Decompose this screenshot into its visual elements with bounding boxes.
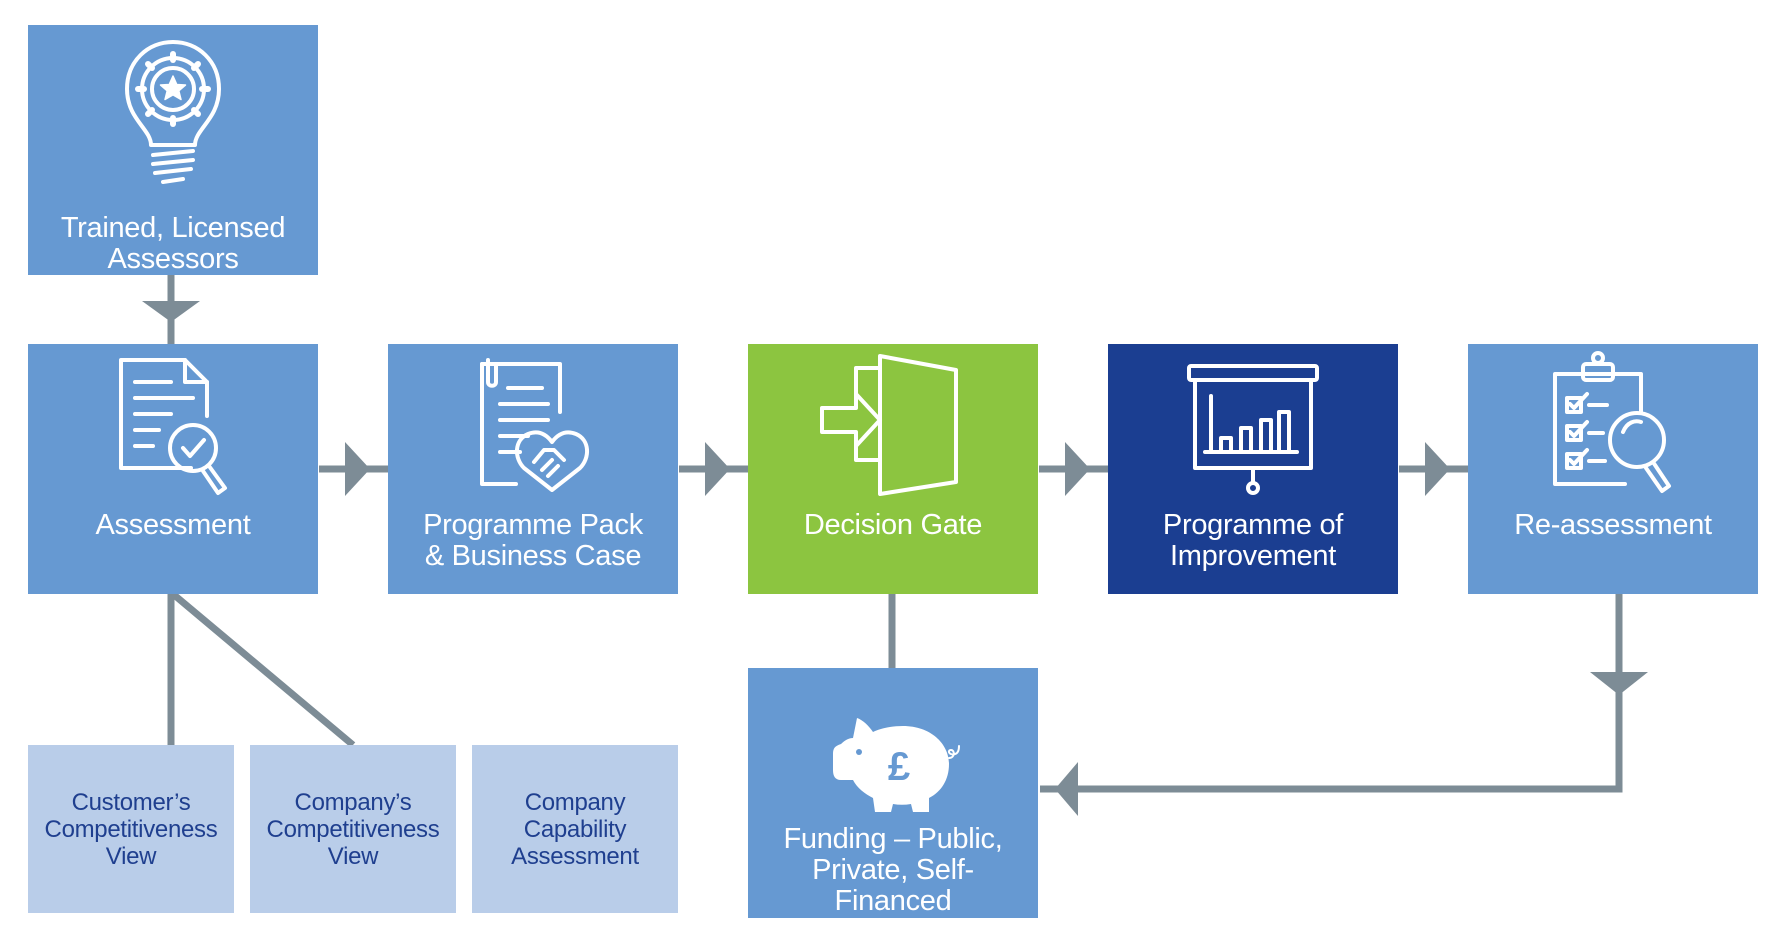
node-label: Funding – Public, Private, Self-Financed (783, 823, 1003, 917)
presentation-chart-icon (1187, 364, 1319, 495)
sub-node-capability-assessment: Company Capability Assessment (472, 745, 678, 913)
arrowhead-left (1055, 762, 1078, 816)
node-decision-gate: Decision Gate (748, 344, 1038, 594)
sub-node-label: Company Capability Assessment (511, 789, 639, 870)
node-label: Re-assessment (1514, 509, 1712, 541)
document-check-magnifier-icon (119, 358, 227, 495)
node-reassessment: Re-assessment (1468, 344, 1758, 594)
node-programme-pack: Programme Pack & Business Case (388, 344, 678, 594)
arrowhead-right (1425, 442, 1450, 496)
node-label: Trained, Licensed Assessors (60, 212, 286, 275)
arrowhead-right (1065, 442, 1090, 496)
sub-node-label: Company’s Competitiveness View (266, 789, 440, 870)
arrowhead-down (1590, 672, 1648, 695)
piggy-bank-pound-icon: £ (833, 718, 960, 812)
node-funding: £ Funding – Public, Private, Self-Financ… (748, 668, 1038, 918)
lightbulb-star-icon (125, 40, 221, 184)
connector-assessment-company-view (170, 591, 356, 748)
node-assessment: Assessment (28, 344, 318, 594)
arrowhead-right (705, 442, 730, 496)
node-label: Programme of Improvement (1162, 509, 1344, 572)
document-handshake-icon (480, 358, 589, 492)
door-enter-icon (820, 354, 958, 496)
sub-node-customer-view: Customer’s Competitiveness View (28, 745, 234, 913)
node-assessors: Trained, Licensed Assessors (28, 25, 318, 275)
sub-node-label: Customer’s Competitiveness View (44, 789, 218, 870)
node-programme-improvement: Programme of Improvement (1108, 344, 1398, 594)
clipboard-checklist-magnifier-icon (1553, 351, 1671, 493)
arrowhead-down (142, 301, 200, 322)
node-label: Decision Gate (803, 509, 983, 541)
connector-reassessment-funding (1040, 594, 1623, 793)
node-label: Assessment (95, 509, 251, 541)
node-label: Programme Pack & Business Case (423, 509, 643, 572)
sub-node-company-view: Company’s Competitiveness View (250, 745, 456, 913)
svg-text:£: £ (888, 745, 910, 789)
arrowhead-right (345, 442, 370, 496)
